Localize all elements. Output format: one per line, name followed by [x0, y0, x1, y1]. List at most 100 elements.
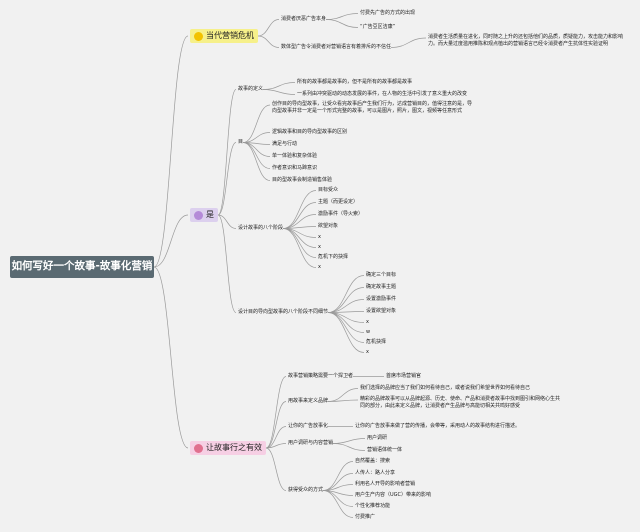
connector-52 [322, 490, 354, 518]
make-item-3[interactable]: 让你的广告放事化 [288, 423, 329, 429]
connector-38 [282, 228, 317, 268]
definition-child-1[interactable]: 所有的故事都是故事的，但不是所有的故事都是故事 [297, 79, 413, 85]
connector-7 [390, 37, 427, 48]
make-item-4-child-2[interactable]: 营销语体统一体 [367, 447, 403, 453]
connector-10 [217, 214, 237, 229]
branch-what-label: 是 [206, 210, 214, 219]
make-item-5-child-5[interactable]: 个性化推荐功能 [355, 503, 391, 509]
connector-3 [257, 19, 280, 37]
eight-stages-node[interactable]: 设计故事的八个阶段 [238, 225, 284, 231]
eight-child-3[interactable]: 激励事件（导火索） [318, 211, 364, 217]
bulb-icon [194, 31, 203, 41]
eight-child-2[interactable]: 主题（而更设定） [318, 199, 359, 205]
branch-make-label: 让故事行之有效 [206, 443, 262, 452]
connector-39 [327, 275, 365, 313]
crisis-item-2[interactable]: 数体型广告令消费者对营销语言有着排斥的不信任 [281, 44, 392, 50]
make-item-4-child-1[interactable]: 用户调研 [367, 435, 388, 441]
make-item-5-child-6[interactable]: 付费推广 [355, 514, 376, 520]
eight-child-6[interactable]: x [318, 244, 321, 250]
guided-child-2[interactable]: 确定故事主题 [366, 284, 397, 290]
tools-icon [194, 443, 203, 453]
connector-47 [322, 461, 354, 491]
root-topic[interactable]: 如何写好一个故事-故事化营销 [10, 256, 154, 278]
guided-child-8[interactable]: x [366, 349, 369, 355]
make-item-5-child-1[interactable]: 自然覆盖：搜索 [355, 458, 391, 464]
connector-0 [153, 35, 189, 268]
crisis-item-1[interactable]: 消费者厌恶广告本身 [281, 16, 327, 22]
guided-child-3[interactable]: 设置激励事件 [366, 296, 397, 302]
make-item-5-child-2[interactable]: 人传人：路人分享 [355, 470, 396, 476]
make-item-5[interactable]: 获得受众的方式 [288, 487, 324, 493]
connector-20 [327, 388, 359, 402]
connector-46 [327, 312, 365, 353]
connector-5 [325, 13, 359, 20]
connector-36 [282, 228, 317, 248]
branch-crisis[interactable]: 当代营销危机 [190, 29, 258, 44]
connector-9 [217, 142, 237, 216]
make-item-5-child-3[interactable]: 利用名人开导的影响者营销 [355, 481, 416, 487]
purpose-child-4[interactable]: 单一体验和复杂体验 [272, 153, 318, 159]
branch-what[interactable]: 是 [190, 208, 218, 223]
connector-44 [327, 312, 365, 333]
connector-33 [282, 214, 317, 229]
connector-8 [217, 89, 237, 216]
eight-child-4[interactable]: 欲望对象 [318, 223, 339, 229]
connector-15 [265, 401, 287, 449]
connector-4 [257, 35, 280, 48]
connector-24 [332, 443, 366, 451]
connector-40 [327, 287, 365, 313]
definition-node[interactable]: 故事的定义 [238, 86, 264, 92]
guided-stages-node[interactable]: 设计目的导向型故事的八个阶段不同细节 [238, 309, 329, 315]
connector-41 [327, 299, 365, 313]
purpose-child-3[interactable]: 满足与行动 [272, 141, 298, 147]
make-item-4[interactable]: 用户调研与内容营销 [288, 440, 334, 446]
connector-13 [262, 89, 296, 95]
connector-17 [265, 443, 287, 449]
make-item-5-child-4[interactable]: 用户生产内容（UGC）带来的影响 [355, 492, 432, 498]
guided-child-1[interactable]: 确定三个目标 [366, 272, 397, 278]
crisis-item-2-child-1[interactable]: 消费者生活质量在进化，同时随之上升的还包括他们的品质，质疑能力，攻击能力和影响力… [428, 34, 624, 47]
purpose-child-1[interactable]: 创作目的导向型故事，让受众看完故事后产生我们行为，达成营销目的，值得注意的是，导… [272, 101, 473, 114]
purpose-child-6[interactable]: 目的型故事会制造销售体验 [272, 177, 333, 183]
purpose-child-5[interactable]: 作者意识和马蹄意识 [272, 165, 318, 171]
purpose-child-2[interactable]: 逻辑故事和目的导向型故事的区别 [272, 129, 348, 135]
crisis-item-1-child-1[interactable]: 付费先广告的方式的出现 [360, 10, 416, 16]
branch-make[interactable]: 让故事行之有效 [190, 441, 266, 456]
guided-child-4[interactable]: 设置欲望对象 [366, 308, 397, 314]
make-item-2-child-2[interactable]: 精彩的品牌故事可以从品牌起源、历史、使命、产品和消费者故事中找到图引和网络心生共… [360, 396, 561, 409]
purpose-node[interactable]: 目 [238, 139, 244, 145]
connector-2 [153, 266, 189, 449]
connector-16 [265, 426, 287, 449]
connector-23 [332, 438, 366, 444]
eight-child-8[interactable]: x [318, 264, 321, 270]
definition-child-2[interactable]: 一系列由冲突驱动的动态发展的事件，在人物的生活中引发了意义重大的改变 [297, 91, 468, 97]
connector-12 [262, 82, 296, 90]
eight-child-5[interactable]: x [318, 234, 321, 240]
make-item-2[interactable]: 用故事来定义品牌 [288, 398, 329, 404]
connector-21 [327, 399, 359, 402]
connector-11 [217, 214, 237, 313]
make-item-3-child-1[interactable]: 让你的广告放事来做了营的传播，会带等，采用动人的故事结构进行描述。 [355, 423, 521, 429]
guided-child-7[interactable]: 危机抉择 [366, 339, 387, 345]
connector-45 [327, 312, 365, 343]
make-item-1[interactable]: 故事营销策略需要一个捍卫者 [288, 373, 354, 379]
connector-25 [242, 104, 271, 143]
connector-30 [242, 142, 271, 181]
gift-icon [194, 210, 203, 220]
eight-child-1[interactable]: 目标受众 [318, 187, 339, 193]
crisis-item-1-child-2[interactable]: “广告豆区洁康” [360, 24, 396, 30]
branch-crisis-label: 当代营销危机 [206, 31, 254, 40]
connector-32 [282, 202, 317, 229]
connector-1 [153, 214, 189, 268]
guided-child-5[interactable]: x [366, 319, 369, 325]
connector-29 [242, 142, 271, 169]
connector-6 [325, 19, 359, 28]
make-item-2-child-1[interactable]: 我们选择的品牌应当了我们如何看待自己，或者说我们希望世界如何看待自己 [360, 385, 531, 391]
eight-child-7[interactable]: 危机下的抉择 [318, 254, 349, 260]
connector-14 [265, 376, 287, 449]
guided-child-6[interactable]: w [366, 329, 371, 335]
connector-31 [282, 190, 317, 229]
make-item-1-child-1[interactable]: 首席市场营销官 [386, 373, 422, 379]
